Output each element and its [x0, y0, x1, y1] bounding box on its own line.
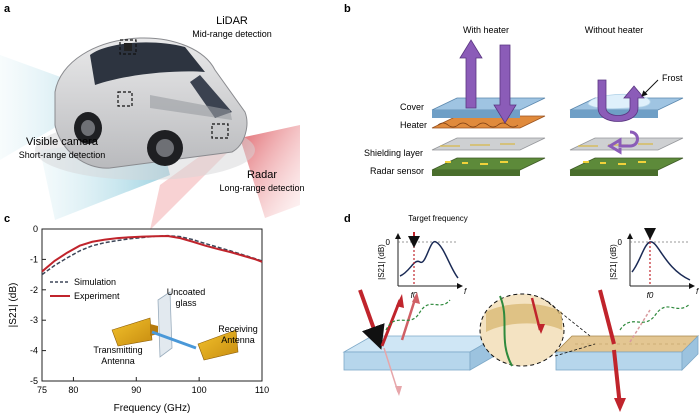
panel-b: b With heater Without heater — [344, 3, 684, 176]
uncoated-glass — [157, 291, 173, 358]
series-lines — [41, 234, 263, 276]
layer-radar-sensor: Radar sensor — [370, 166, 424, 176]
x-tick-label: 75 — [37, 385, 47, 395]
frost-label: Frost — [662, 73, 683, 83]
panel-c-letter: c — [4, 213, 10, 225]
without-heater-label: Without heater — [585, 25, 644, 35]
stack-with-heater — [431, 39, 546, 176]
f0-left: f0 — [411, 291, 418, 300]
legend-experiment: Experiment — [74, 291, 120, 301]
x-tick-label: 100 — [192, 385, 207, 395]
radar-beam-side — [240, 125, 300, 218]
series-line-experiment — [41, 234, 263, 273]
x-axis-label: Frequency (GHz) — [114, 403, 191, 414]
panel-d: d Target frequency 0 |S21| (dB) f f0 0 |… — [342, 213, 699, 412]
target-frequency-label: Target frequency — [408, 214, 468, 223]
uncoated-label-2: glass — [175, 298, 197, 308]
panel-c: c 75 80 90 100 110 0 -1 -2 -3 -4 -5 Frequency (GHz… — [4, 213, 269, 414]
rx-label-2: Antenna — [221, 335, 255, 345]
layer-heater: Heater — [400, 120, 427, 130]
tx-label-2: Antenna — [101, 356, 135, 366]
y-tick-label: -2 — [30, 285, 38, 295]
response-curve-left — [399, 241, 459, 279]
y-tick-label: -5 — [30, 376, 38, 386]
receiving-antenna — [197, 329, 239, 361]
y-axis-label: |S21| (dB) — [8, 283, 19, 328]
mini-plot-right — [627, 228, 695, 289]
transmitting-antenna — [111, 317, 153, 347]
layer-cover: Cover — [400, 102, 424, 112]
panel-a: a LiDAR Mid-range detection Visible came… — [0, 3, 305, 230]
f-right: f — [696, 287, 699, 296]
tx-label-1: Transmitting — [93, 345, 142, 355]
slab-uncoated — [342, 289, 500, 396]
slab-coated — [479, 289, 699, 412]
f0-right: f0 — [647, 291, 654, 300]
mini-ylabel-right: |S21| (dB) — [609, 244, 618, 280]
panel-a-letter: a — [4, 3, 11, 15]
y-tick-label: -1 — [30, 254, 38, 264]
camera-subtitle: Short-range detection — [19, 150, 106, 160]
mini-plot-left — [395, 232, 463, 289]
radar-title: Radar — [247, 169, 277, 181]
y-tick-label: -4 — [30, 346, 38, 356]
y-tick-label: -3 — [30, 315, 38, 325]
camera-title: Visible camera — [26, 136, 99, 148]
car — [35, 37, 255, 180]
f-left: f — [464, 287, 467, 296]
stack-without-heater — [569, 79, 684, 176]
layer-shielding: Shielding layer — [364, 148, 423, 158]
uncoated-label-1: Uncoated — [167, 287, 206, 297]
mini-ylabel-left: |S21| (dB) — [377, 244, 386, 280]
lidar-subtitle: Mid-range detection — [192, 29, 272, 39]
legend: Simulation Experiment — [50, 277, 120, 301]
rx-label-1: Receiving — [218, 324, 258, 334]
legend-simulation: Simulation — [74, 277, 116, 287]
radar-subtitle: Long-range detection — [219, 183, 304, 193]
panel-b-letter: b — [344, 3, 351, 15]
zero-right: 0 — [618, 238, 623, 247]
panel-d-letter: d — [344, 213, 351, 225]
x-tick-label: 90 — [131, 385, 141, 395]
antenna-inset — [111, 291, 239, 361]
lidar-title: LiDAR — [216, 15, 248, 27]
y-tick-label: 0 — [33, 224, 38, 234]
axis-ticks: 75 80 90 100 110 0 -1 -2 -3 -4 -5 — [30, 224, 269, 395]
zero-left: 0 — [386, 238, 391, 247]
x-tick-label: 110 — [255, 385, 269, 395]
series-line-simulation — [41, 234, 263, 276]
with-heater-label: With heater — [463, 25, 509, 35]
plot-frame — [41, 228, 263, 382]
x-tick-label: 80 — [68, 385, 78, 395]
response-curve-right — [631, 241, 691, 281]
